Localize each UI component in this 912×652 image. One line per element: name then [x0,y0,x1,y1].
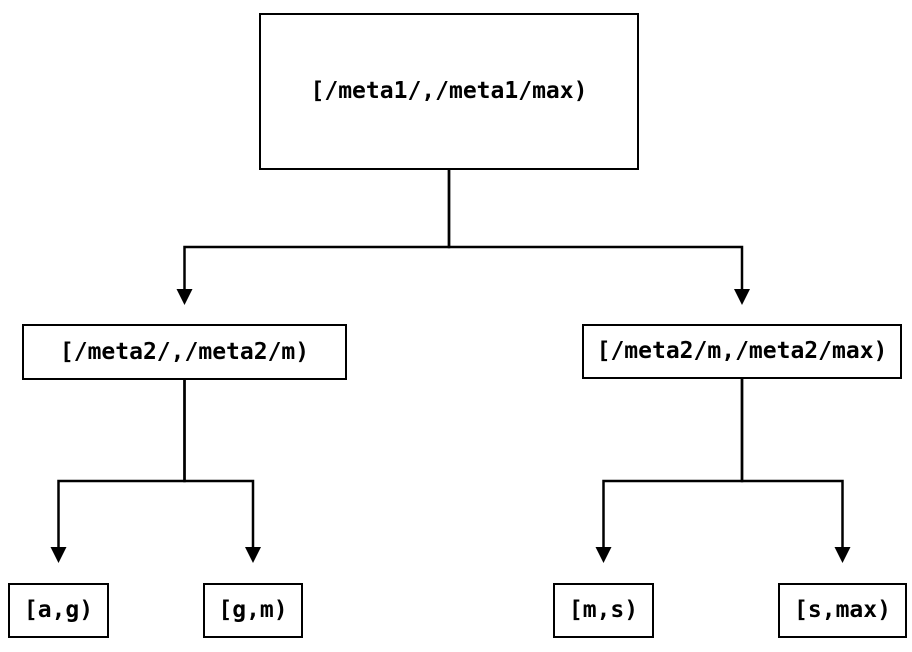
edge-meta2-high-to-leaf-ms [602,379,744,547]
node-meta2-high: [/meta2/m,/meta2/max) [582,324,902,379]
node-root-label: [/meta1/,/meta1/max) [310,78,588,104]
edge-meta2-low-to-leaf-gm [183,380,255,547]
edge-root-to-meta2-low [183,170,451,289]
edge-arrowhead-icon [595,547,612,563]
edge-arrowhead-icon [734,289,750,305]
edge-root-to-meta2-high [447,170,744,289]
node-leaf-ms-label: [m,s) [568,597,639,623]
node-leaf-smax-label: [s,max) [794,597,891,623]
node-leaf-gm: [g,m) [203,583,303,638]
node-meta2-high-label: [/meta2/m,/meta2/max) [596,338,888,364]
node-leaf-smax: [s,max) [778,583,907,638]
node-root: [/meta1/,/meta1/max) [259,13,639,170]
node-leaf-ag-label: [a,g) [23,597,94,623]
node-meta2-low: [/meta2/,/meta2/m) [22,324,347,380]
node-leaf-ag: [a,g) [8,583,109,638]
edge-arrowhead-icon [50,547,67,563]
edge-meta2-low-to-leaf-ag [57,380,186,547]
edge-meta2-high-to-leaf-smax [740,379,844,547]
edge-arrowhead-icon [245,547,261,563]
node-leaf-ms: [m,s) [553,583,654,638]
edge-arrowhead-icon [834,547,851,563]
node-meta2-low-label: [/meta2/,/meta2/m) [59,338,310,365]
edge-arrowhead-icon [176,289,193,305]
node-leaf-gm-label: [g,m) [218,597,288,623]
